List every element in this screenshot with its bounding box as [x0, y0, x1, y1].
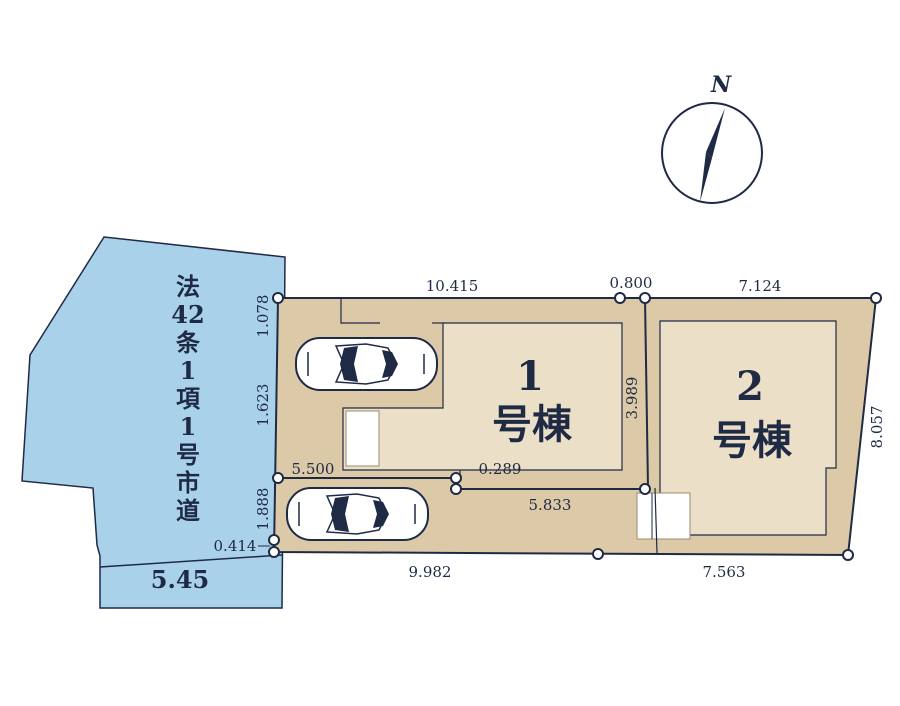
building-1-footprint [342, 322, 623, 471]
road-label-char: 法 [176, 272, 200, 301]
boundary-point [639, 292, 651, 304]
compass-needle-south [700, 152, 712, 202]
car-icon [286, 487, 429, 541]
boundary-point [614, 292, 626, 304]
road-label-char: 道 [176, 496, 200, 525]
dimension-label: 5.833 [529, 496, 572, 514]
dimension-label: 8.057 [868, 406, 886, 449]
lot-divider-lower [654, 487, 658, 554]
building-2-number: 2 [736, 363, 764, 410]
road-label-char: 号 [176, 440, 200, 469]
north-compass: N [661, 72, 763, 204]
boundary-point [842, 549, 854, 561]
building-2-name: 号棟 [712, 417, 793, 464]
road-label: 法 42 条 1 項 1 号 市 道 [171, 272, 204, 525]
building-1-number: 1 [516, 353, 544, 400]
dimension-label: 3.989 [623, 377, 641, 420]
boundary-point [268, 546, 280, 558]
road-label-char: 市 [176, 468, 200, 497]
boundary-point [450, 483, 462, 495]
utility-box-1 [345, 410, 380, 467]
compass-north-label: N [710, 72, 732, 98]
road-label-char: 1 [180, 412, 197, 441]
dimension-label: 0.414 [214, 537, 257, 555]
road-label-char: 1 [180, 356, 197, 385]
road-label-char: 42 [171, 300, 204, 329]
dimension-label: 0.800 [610, 274, 653, 292]
dimension-label: 0.289 [479, 460, 522, 478]
utility-box-2 [636, 492, 691, 540]
car-icon [295, 337, 438, 391]
dimension-label: 7.124 [739, 277, 782, 295]
boundary-point [870, 292, 882, 304]
boundary-point [272, 472, 284, 484]
road-width-label: 5.45 [151, 565, 209, 594]
boundary-point [268, 534, 280, 546]
lot-divider-vertical [644, 297, 649, 489]
road-label-char: 項 [176, 384, 201, 413]
dimension-label: 5.500 [292, 460, 335, 478]
building-1-name: 号棟 [492, 401, 573, 448]
dimension-label: 1.888 [254, 488, 272, 531]
driveway-line-1 [340, 298, 380, 324]
dimension-label: 1.078 [254, 295, 272, 338]
boundary-point [639, 483, 651, 495]
boundary-point [450, 472, 462, 484]
dimension-label: 1.623 [254, 384, 272, 427]
compass-needle-north [706, 108, 725, 158]
dimension-label: 7.563 [703, 563, 746, 581]
road-label-char: 条 [176, 328, 201, 357]
boundary-point [272, 292, 284, 304]
dimension-label: 9.982 [409, 563, 452, 581]
boundary-point [592, 548, 604, 560]
dimension-label: 10.415 [426, 277, 479, 295]
road-width-line [99, 554, 283, 568]
